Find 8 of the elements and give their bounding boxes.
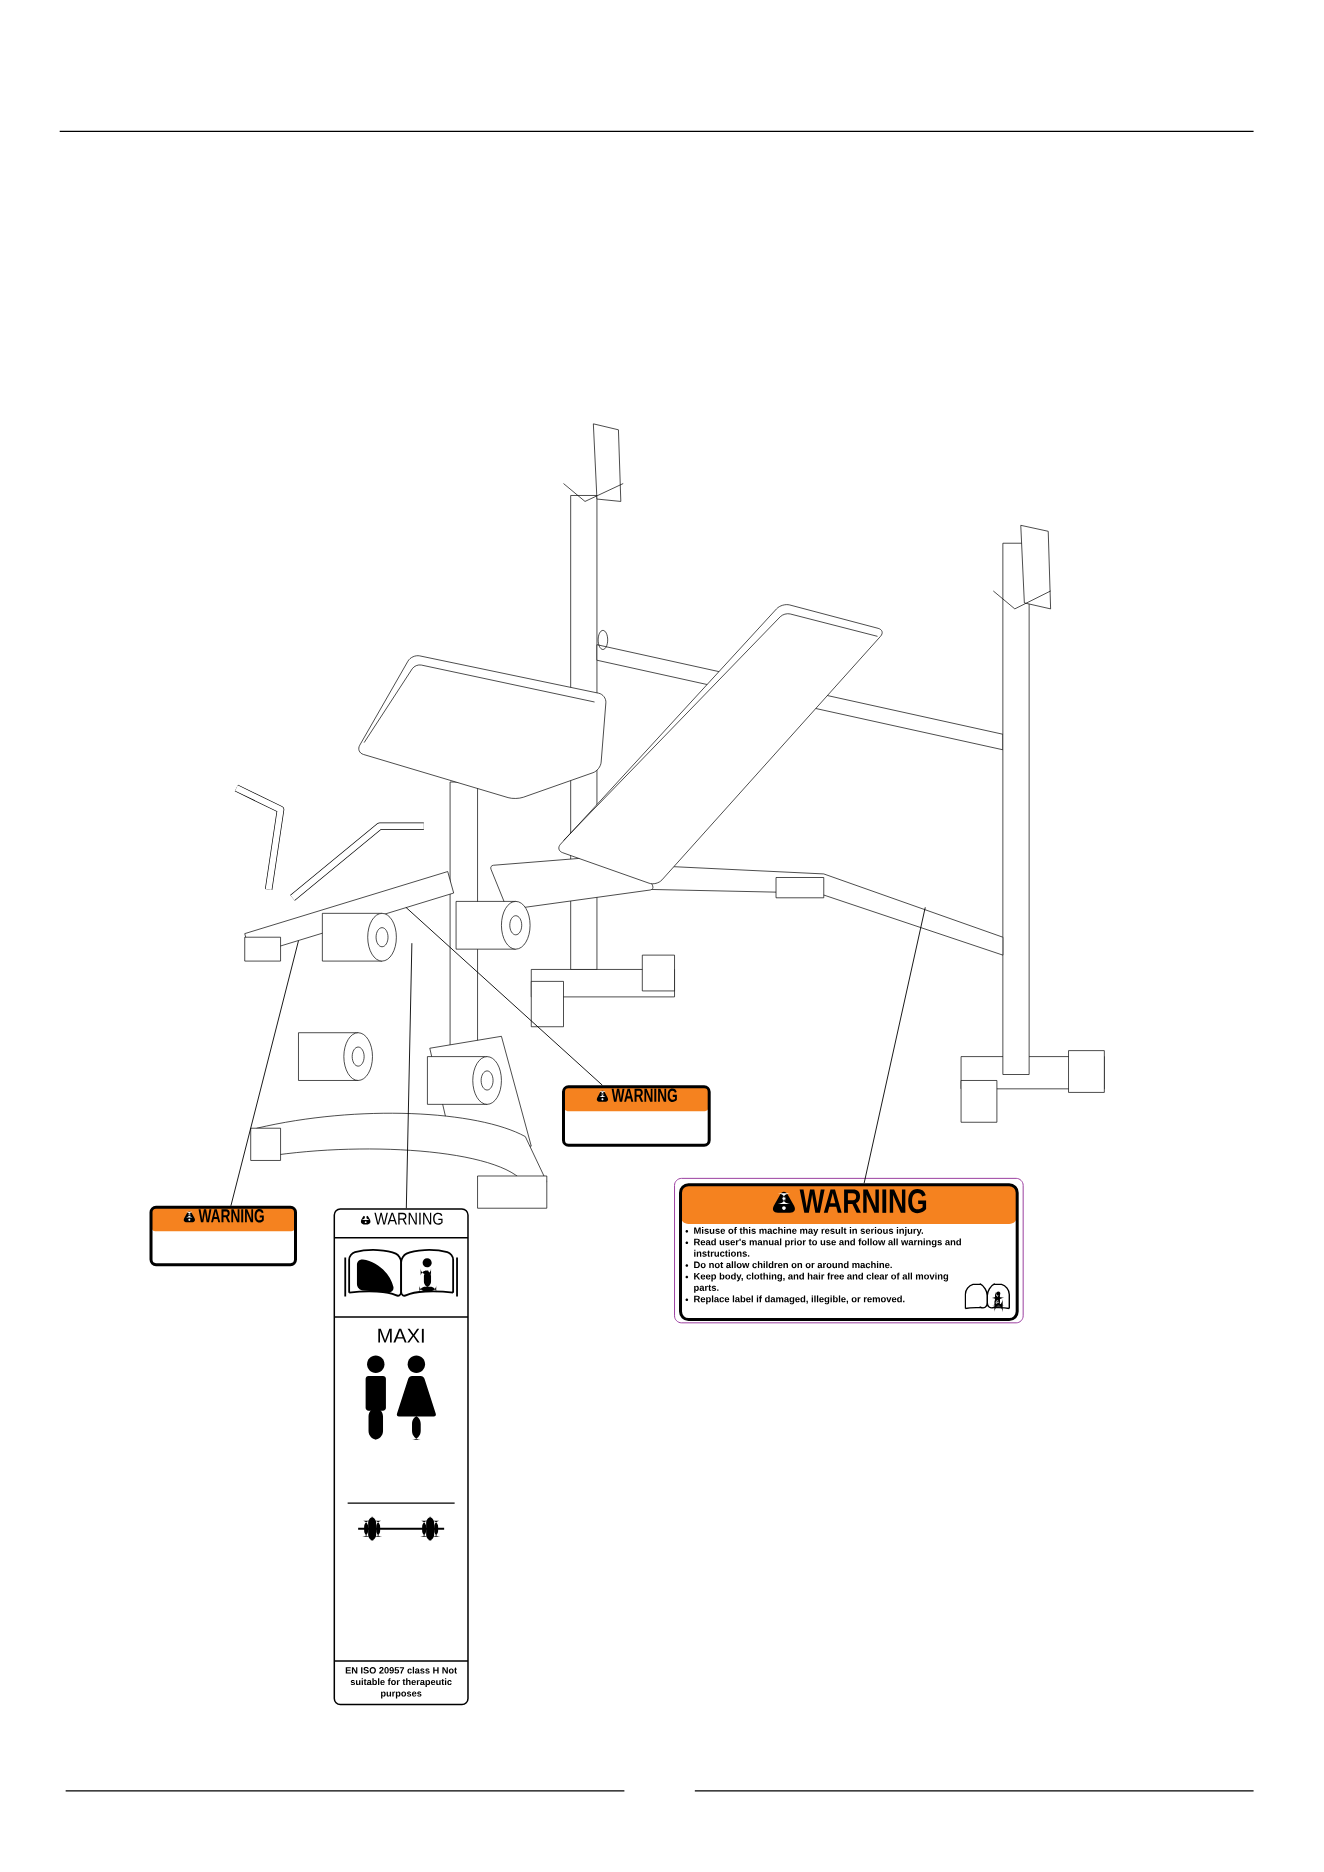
leader-line	[230, 940, 299, 1207]
warning-label: WARNING MAXI EN ISO 20957 class H Not suitable for therapeutic purposes	[333, 1208, 469, 1706]
leader-line	[863, 906, 926, 1184]
leader-line	[405, 906, 603, 1086]
warning-label: WARNING Misuse of this machine may result in serious injury. Read user's manual prior to use and follow all warnings and instructions. Do not allow children on or around machine. Keep body, clothing, and hair free and clear of all moving parts. Replace label if damaged, illegible, or removed.	[679, 1183, 1019, 1322]
leader-line	[405, 942, 413, 1209]
warning-label: WARNING	[562, 1085, 711, 1147]
warning-label: WARNING	[149, 1205, 297, 1267]
